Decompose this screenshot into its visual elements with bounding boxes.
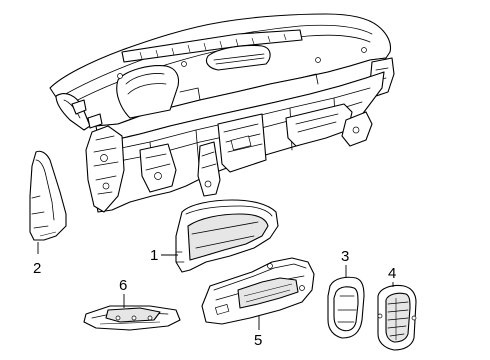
callout-2: 2 [33,242,41,277]
vent-bezel [327,276,365,339]
lower-bracket [83,305,181,331]
cluster-trim-bezel [175,199,279,273]
callout-label: 6 [119,277,127,294]
callout-label: 2 [33,260,41,277]
air-outlet-vent [377,284,417,351]
callout-label: 1 [150,247,158,264]
callout-3: 3 [341,248,349,278]
callout-label: 5 [254,332,262,349]
end-trim-panel-left [29,150,67,241]
callout-4: 4 [388,265,396,287]
lower-trim-panel [201,257,315,325]
callout-label: 3 [341,248,349,265]
callout-label: 4 [388,265,396,282]
instrument-panel-carrier [49,13,395,213]
callout-5: 5 [254,316,262,349]
callout-1: 1 [150,247,178,264]
callout-6: 6 [119,277,127,308]
